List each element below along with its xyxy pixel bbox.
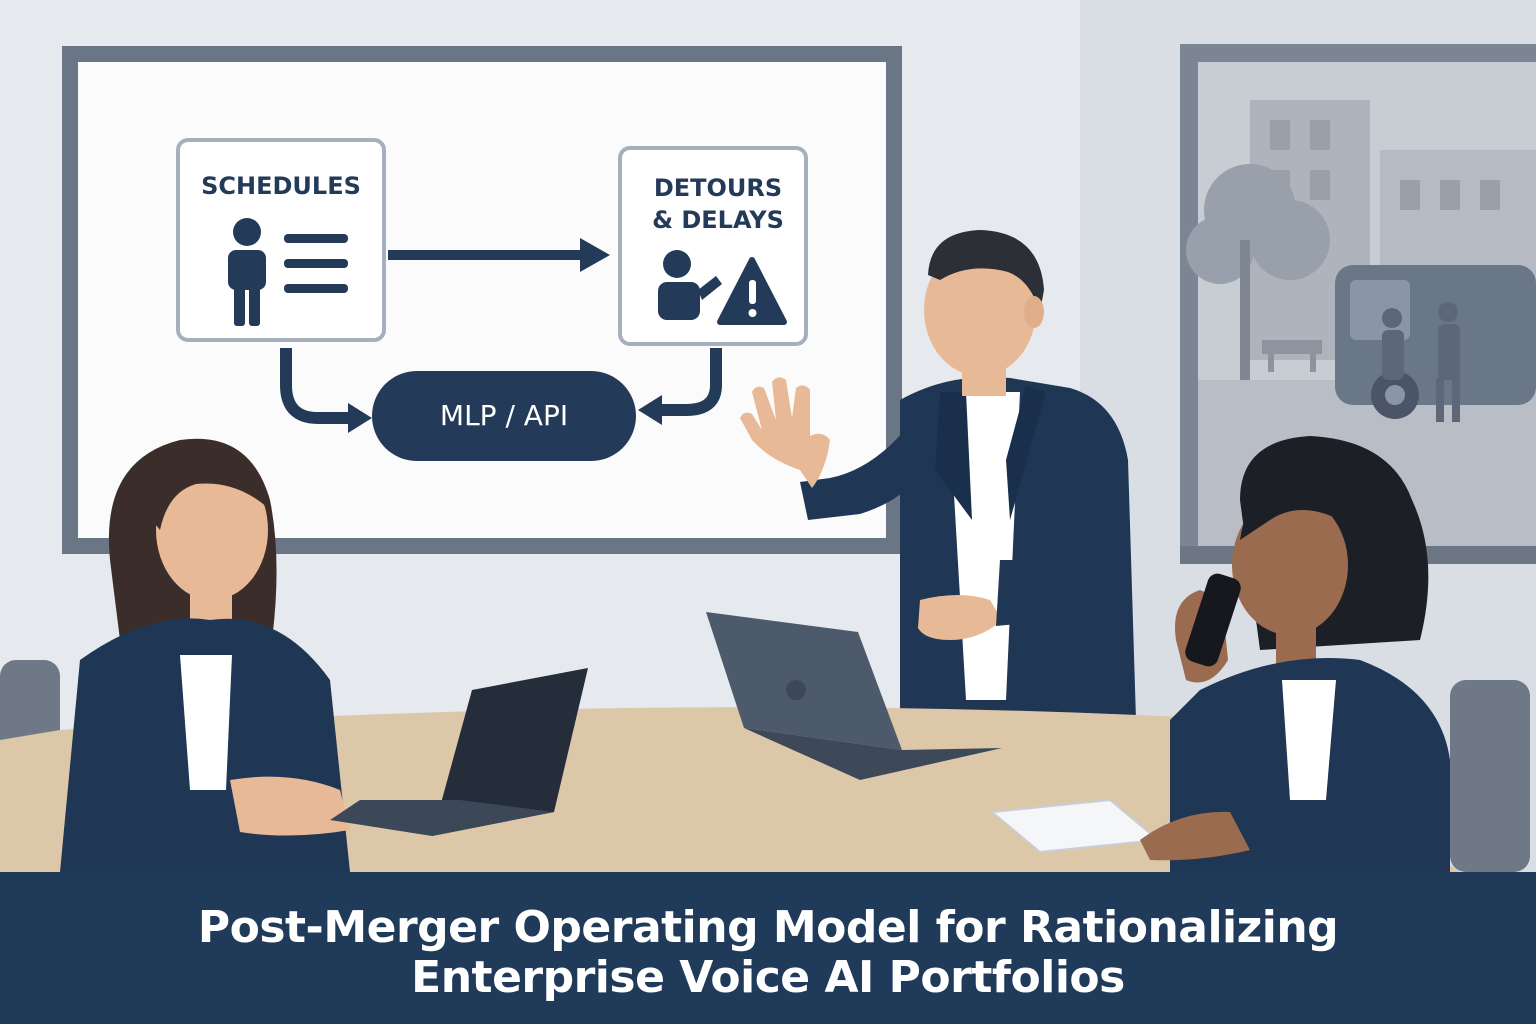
person-icon: [228, 218, 266, 326]
list-icon: [284, 234, 348, 293]
laptop-icon: [706, 612, 1002, 780]
diagram: SCHEDULES DETOURS & DELAYS: [176, 138, 808, 461]
arrow-schedules-to-detours: [388, 238, 610, 272]
phone-icon: [1185, 573, 1241, 667]
hub-label: MLP / API: [440, 399, 568, 432]
arrow-schedules-to-hub: [280, 348, 372, 433]
tree-icon: [1186, 164, 1330, 390]
caption-line-1: Post-Merger Operating Model for Rational…: [197, 902, 1339, 953]
chair-right: [1450, 680, 1530, 872]
detours-label-line1: DETOURS: [654, 174, 782, 202]
right-attendee: [1140, 436, 1450, 872]
presenter: [740, 230, 1136, 872]
person-pointing-icon: [658, 250, 722, 320]
arrow-detours-to-hub: [638, 348, 722, 425]
laptop-icon: [330, 668, 588, 836]
detours-label-line2: & DELAYS: [652, 206, 784, 234]
caption-line-2: Enterprise Voice AI Portfolios: [411, 952, 1125, 1003]
schedules-label: SCHEDULES: [201, 172, 361, 200]
warning-icon: [717, 257, 787, 325]
bus-icon: [1335, 265, 1536, 419]
caption-bar: [0, 872, 1536, 1024]
hub-node: [372, 371, 636, 461]
left-attendee: [60, 438, 350, 872]
schedules-node: [176, 138, 386, 342]
